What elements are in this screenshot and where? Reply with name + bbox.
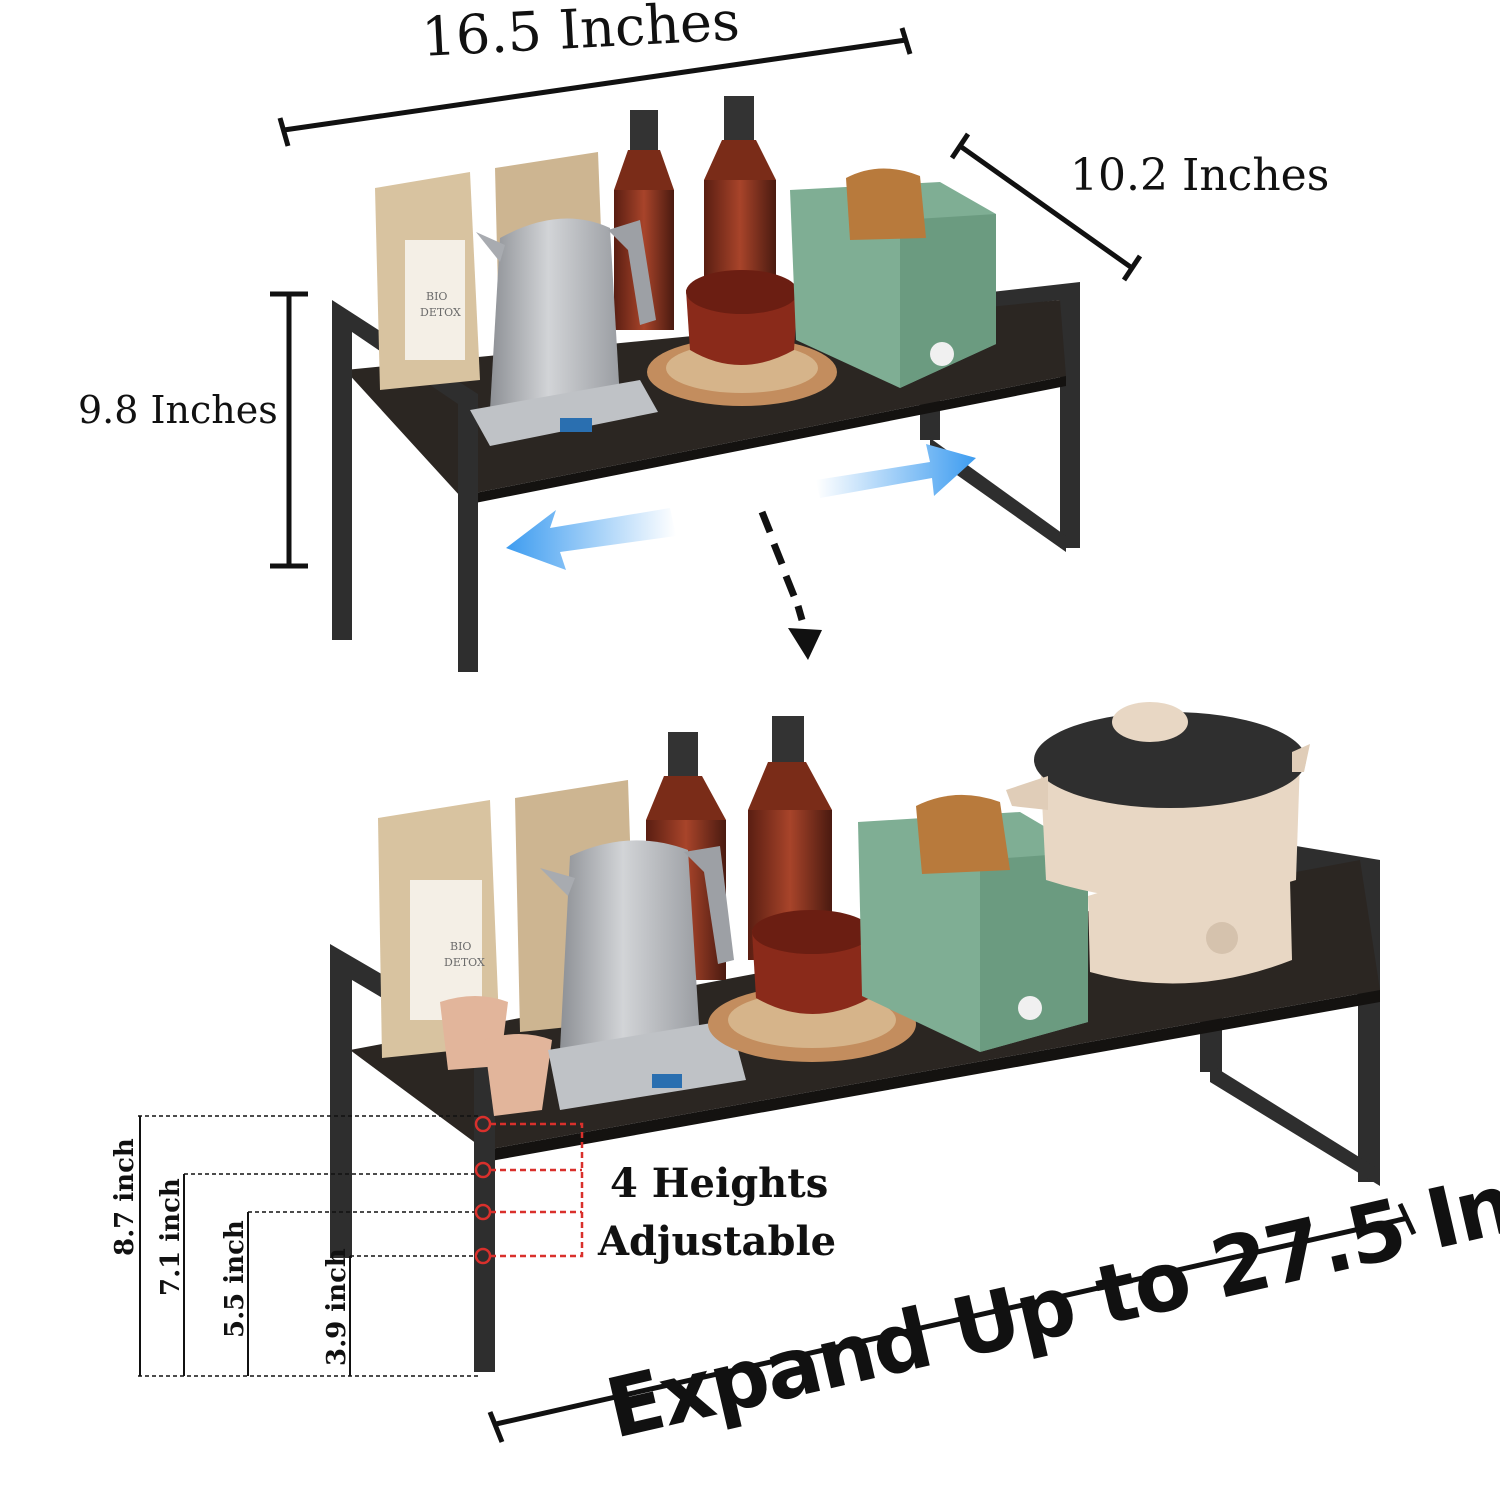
top-bag-label-line1: BIO [426, 290, 447, 303]
height-level-1: 8.7 inch [110, 1138, 140, 1256]
height-dimension-line [270, 291, 308, 569]
height-level-3: 5.5 inch [220, 1220, 250, 1338]
height-level-4: 3.9 inch [322, 1248, 352, 1366]
adjustable-heights-title: 4 Heights [610, 1160, 829, 1207]
height-adjust-holes [474, 1115, 584, 1265]
expand-dimension-line [487, 1202, 1417, 1443]
top-bowls-and-plate [647, 270, 837, 406]
bottom-bag-label-line2: DETOX [444, 956, 485, 969]
bottom-cups [440, 996, 552, 1116]
depth-label: 10.2 Inches [1070, 150, 1330, 201]
expand-arrows [506, 444, 976, 570]
height-label: 9.8 Inches [78, 388, 278, 432]
height-guide-verticals [139, 1116, 351, 1376]
expand-arrow-right [816, 444, 976, 498]
expand-arrow-left [506, 508, 676, 570]
bottom-toaster [858, 794, 1088, 1052]
width-dimension-line [277, 27, 913, 147]
depth-dimension-line [949, 132, 1143, 282]
bottom-kettle [540, 840, 746, 1110]
bottom-bowls-and-plate [708, 910, 916, 1062]
top-kettle [470, 218, 658, 446]
adjustable-heights-subtitle: Adjustable [598, 1218, 837, 1265]
height-level-2: 7.1 inch [156, 1178, 186, 1296]
transition-arrow [758, 510, 822, 660]
top-toaster [790, 168, 996, 388]
bottom-electric-pot [1006, 702, 1310, 984]
bottom-bag-label-line1: BIO [450, 940, 471, 953]
top-bag-label-line2: DETOX [420, 306, 461, 319]
height-guides [138, 1115, 478, 1377]
